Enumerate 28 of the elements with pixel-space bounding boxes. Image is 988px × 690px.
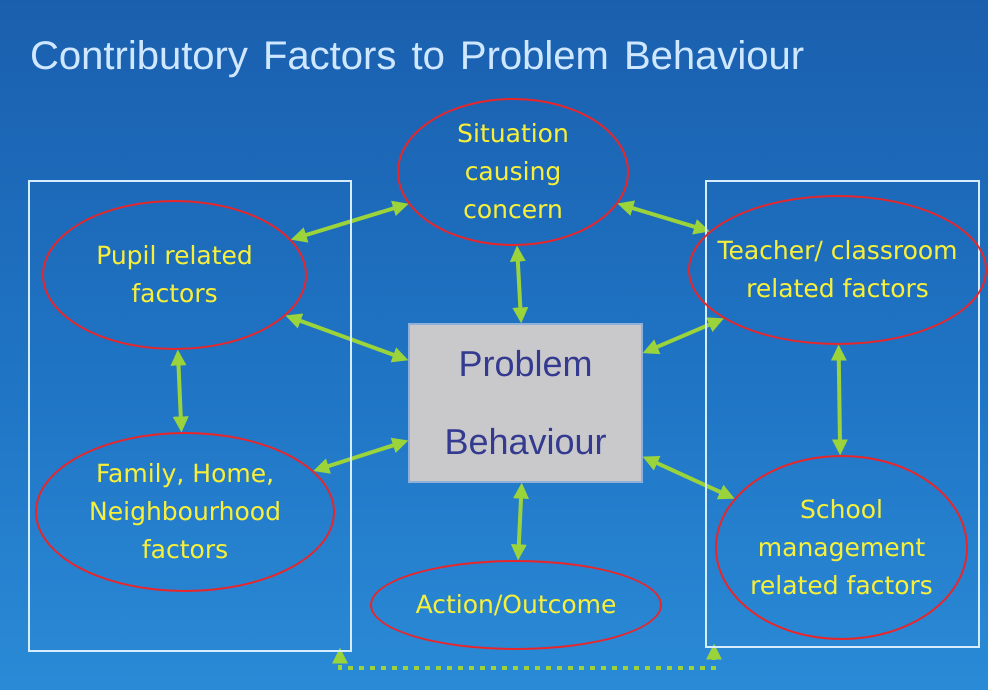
- ellipse-node: [715, 455, 968, 640]
- node-label: Pupil related factors: [95, 240, 254, 310]
- node-label: Action/Outcome: [416, 589, 616, 621]
- group-frame: [28, 180, 352, 652]
- node-label: Situation causing concern: [456, 118, 570, 226]
- ellipse-node: [397, 98, 629, 246]
- connector-arrow: [830, 344, 848, 456]
- diagram-title: Contributory Factors to Problem Behaviour: [30, 34, 804, 79]
- connector-arrow: [170, 350, 189, 432]
- ellipse-node: [688, 195, 987, 345]
- node-label: School management related factors: [749, 494, 934, 602]
- ellipse-node: [35, 432, 335, 592]
- connector-arrow: [642, 317, 724, 354]
- connector-arrow: [510, 482, 529, 560]
- node-label: Family, Home, Neighbourhood factors: [88, 458, 282, 566]
- connector-arrow: [510, 246, 528, 324]
- connector-arrow: [332, 644, 722, 670]
- connector-arrow: [642, 456, 735, 500]
- connector-arrow: [286, 313, 408, 362]
- group-frame: [705, 180, 980, 648]
- connector-arrow: [313, 438, 408, 474]
- connector-arrow: [617, 200, 710, 234]
- process-box: [408, 323, 643, 483]
- connector-arrow: [290, 200, 409, 243]
- ellipse-node: [42, 200, 307, 350]
- node-label: Teacher/ classroom related factors: [716, 235, 959, 305]
- ellipse-node: [370, 560, 662, 650]
- node-label: Problem Behaviour: [443, 342, 608, 464]
